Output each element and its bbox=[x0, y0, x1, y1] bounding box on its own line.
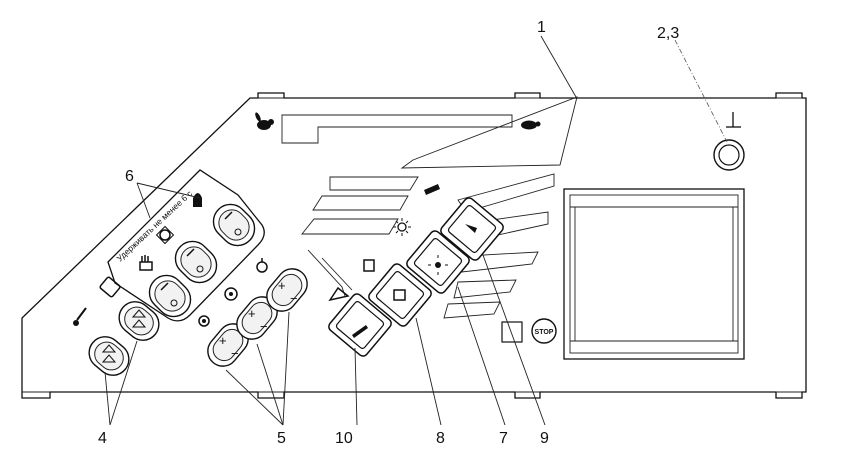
glove-icon bbox=[193, 193, 202, 207]
svg-text:−: − bbox=[260, 319, 268, 334]
drum-speed-button[interactable]: + − bbox=[261, 263, 314, 318]
light-icon bbox=[424, 184, 440, 195]
stop-icon: STOP bbox=[531, 318, 557, 344]
hopper-up-button[interactable] bbox=[113, 295, 166, 347]
switch-7[interactable] bbox=[405, 229, 471, 295]
hold-button-3[interactable] bbox=[142, 268, 197, 323]
switch-8[interactable] bbox=[367, 262, 433, 328]
display-window bbox=[563, 188, 745, 360]
unloader-icon bbox=[328, 286, 350, 302]
fan-icon bbox=[256, 258, 268, 273]
gear-cluster-icon bbox=[155, 225, 175, 245]
button-group-4 bbox=[73, 276, 166, 382]
panel-outline bbox=[21, 92, 807, 399]
svg-text:−: − bbox=[290, 291, 298, 306]
callout-7: 7 bbox=[499, 430, 508, 447]
button-group-5: + − + − + − bbox=[198, 258, 314, 373]
callout-4: 4 bbox=[98, 430, 107, 447]
callout-10: 10 bbox=[335, 430, 353, 447]
indicator-square bbox=[501, 321, 523, 343]
hand-icon bbox=[139, 255, 153, 271]
callout-6: 6 bbox=[125, 168, 134, 185]
toggle-switch[interactable] bbox=[713, 112, 745, 171]
reel-up-down-button[interactable]: + − bbox=[202, 318, 255, 373]
sun-icon bbox=[393, 218, 411, 236]
callout-9: 9 bbox=[540, 430, 549, 447]
hold-button-2[interactable] bbox=[168, 234, 223, 289]
speed-indicator-bar bbox=[281, 114, 513, 144]
callout-1: 1 bbox=[537, 19, 546, 36]
svg-text:+: + bbox=[278, 278, 286, 293]
hopper-down-button[interactable] bbox=[83, 330, 136, 382]
engine-icon bbox=[99, 276, 121, 298]
leader-lines bbox=[104, 35, 728, 426]
stop-label: STOP bbox=[535, 329, 554, 336]
wiper-icon bbox=[73, 307, 87, 326]
turtle-icon bbox=[521, 120, 541, 130]
switch-9[interactable] bbox=[439, 196, 505, 262]
callout-labels: 1 2,3 6 4 5 10 8 7 9 bbox=[98, 19, 679, 447]
trash-icon bbox=[363, 259, 375, 272]
callout-5: 5 bbox=[277, 430, 286, 447]
svg-text:+: + bbox=[219, 333, 227, 348]
callout-2-3: 2,3 bbox=[657, 25, 679, 42]
callout-8: 8 bbox=[436, 430, 445, 447]
svg-text:+: + bbox=[248, 306, 256, 321]
button-group-6: Удерживать не менее 6 с bbox=[107, 169, 265, 323]
switch-10[interactable] bbox=[327, 292, 393, 358]
hold-button-1[interactable] bbox=[206, 197, 261, 252]
svg-text:−: − bbox=[231, 346, 239, 361]
drum-icon bbox=[224, 287, 238, 301]
reel-icon bbox=[198, 315, 210, 327]
rabbit-icon bbox=[255, 112, 274, 130]
